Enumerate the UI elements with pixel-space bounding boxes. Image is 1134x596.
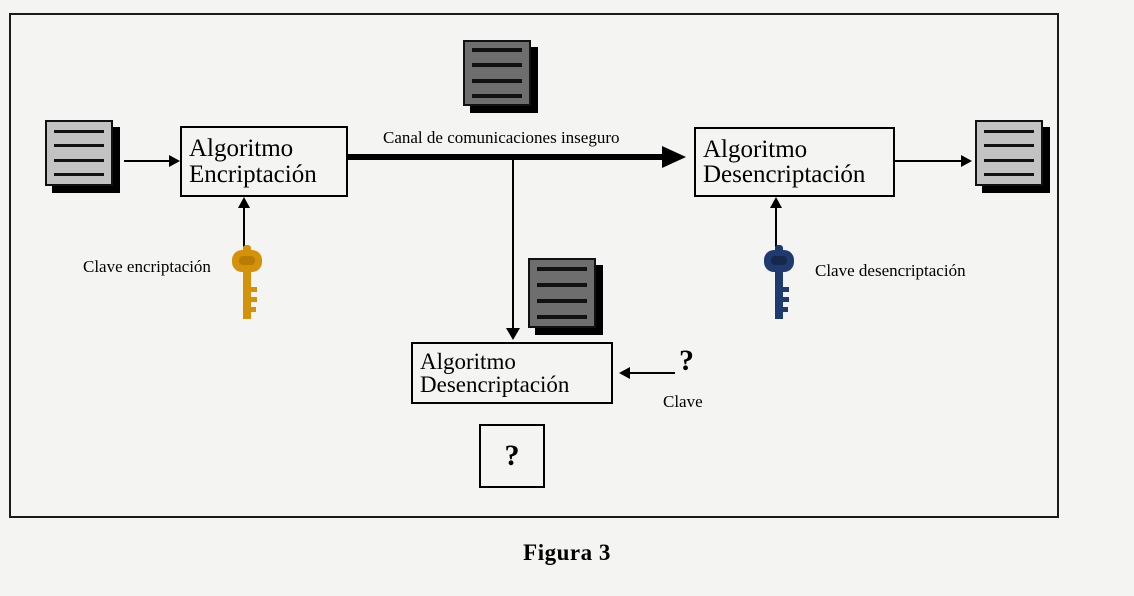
arrowhead-unknownkey-to-attacker — [619, 367, 630, 379]
document-ciphertext-intercepted-icon — [528, 258, 603, 335]
key-encryption-icon — [230, 243, 264, 321]
arrowhead-key-to-encrypt — [238, 197, 250, 208]
connector-channel-branch-down — [512, 160, 514, 330]
label-attacker-key: Clave — [663, 392, 703, 411]
label-encryption-key: Clave encriptación — [83, 257, 211, 276]
connector-insecure-channel — [348, 154, 663, 160]
process-box-line1: Algoritmo — [703, 135, 808, 163]
document-plaintext-output-icon — [975, 120, 1050, 193]
question-mark-attacker-key: ? — [679, 344, 694, 377]
arrowhead-branch-to-attacker — [506, 328, 520, 340]
connector-unknownkey-to-attacker — [630, 372, 675, 374]
unknown-output-box: ? — [479, 424, 545, 488]
document-sheet — [528, 258, 596, 328]
arrowhead-decrypt-to-plaintext — [961, 155, 972, 167]
process-box-line1: Algoritmo — [420, 348, 516, 374]
process-box-line2: Desencriptación — [420, 372, 570, 397]
process-box-encryption-algorithm[interactable]: Algoritmo Encriptación — [180, 126, 348, 197]
document-plaintext-input-icon — [45, 120, 120, 193]
arrowhead-channel-to-decrypt — [662, 146, 686, 168]
connector-plaintext-to-encrypt — [124, 160, 171, 162]
connector-decrypt-to-plaintext — [895, 160, 963, 162]
connector-key-to-decrypt — [775, 207, 777, 247]
process-box-line2: Encriptación — [189, 160, 317, 188]
arrowhead-plaintext-to-encrypt — [169, 155, 180, 167]
document-sheet — [975, 120, 1043, 186]
question-mark-output: ? — [504, 439, 520, 472]
connector-key-to-encrypt — [243, 207, 245, 247]
process-box-decryption-algorithm[interactable]: Algoritmo Desencriptación — [694, 127, 895, 197]
key-decryption-icon — [762, 243, 796, 321]
document-ciphertext-channel-icon — [463, 40, 538, 113]
document-sheet — [463, 40, 531, 106]
label-decryption-key: Clave desencriptación — [815, 261, 966, 280]
label-insecure-channel: Canal de comunicaciones inseguro — [383, 128, 620, 147]
figure-caption: Figura 3 — [523, 540, 611, 565]
process-box-attacker-decryption-algorithm[interactable]: Algoritmo Desencriptación — [411, 342, 613, 404]
process-box-line2: Desencriptación — [703, 161, 866, 188]
document-sheet — [45, 120, 113, 186]
arrowhead-key-to-decrypt — [770, 197, 782, 208]
process-box-line1: Algoritmo — [189, 135, 294, 162]
